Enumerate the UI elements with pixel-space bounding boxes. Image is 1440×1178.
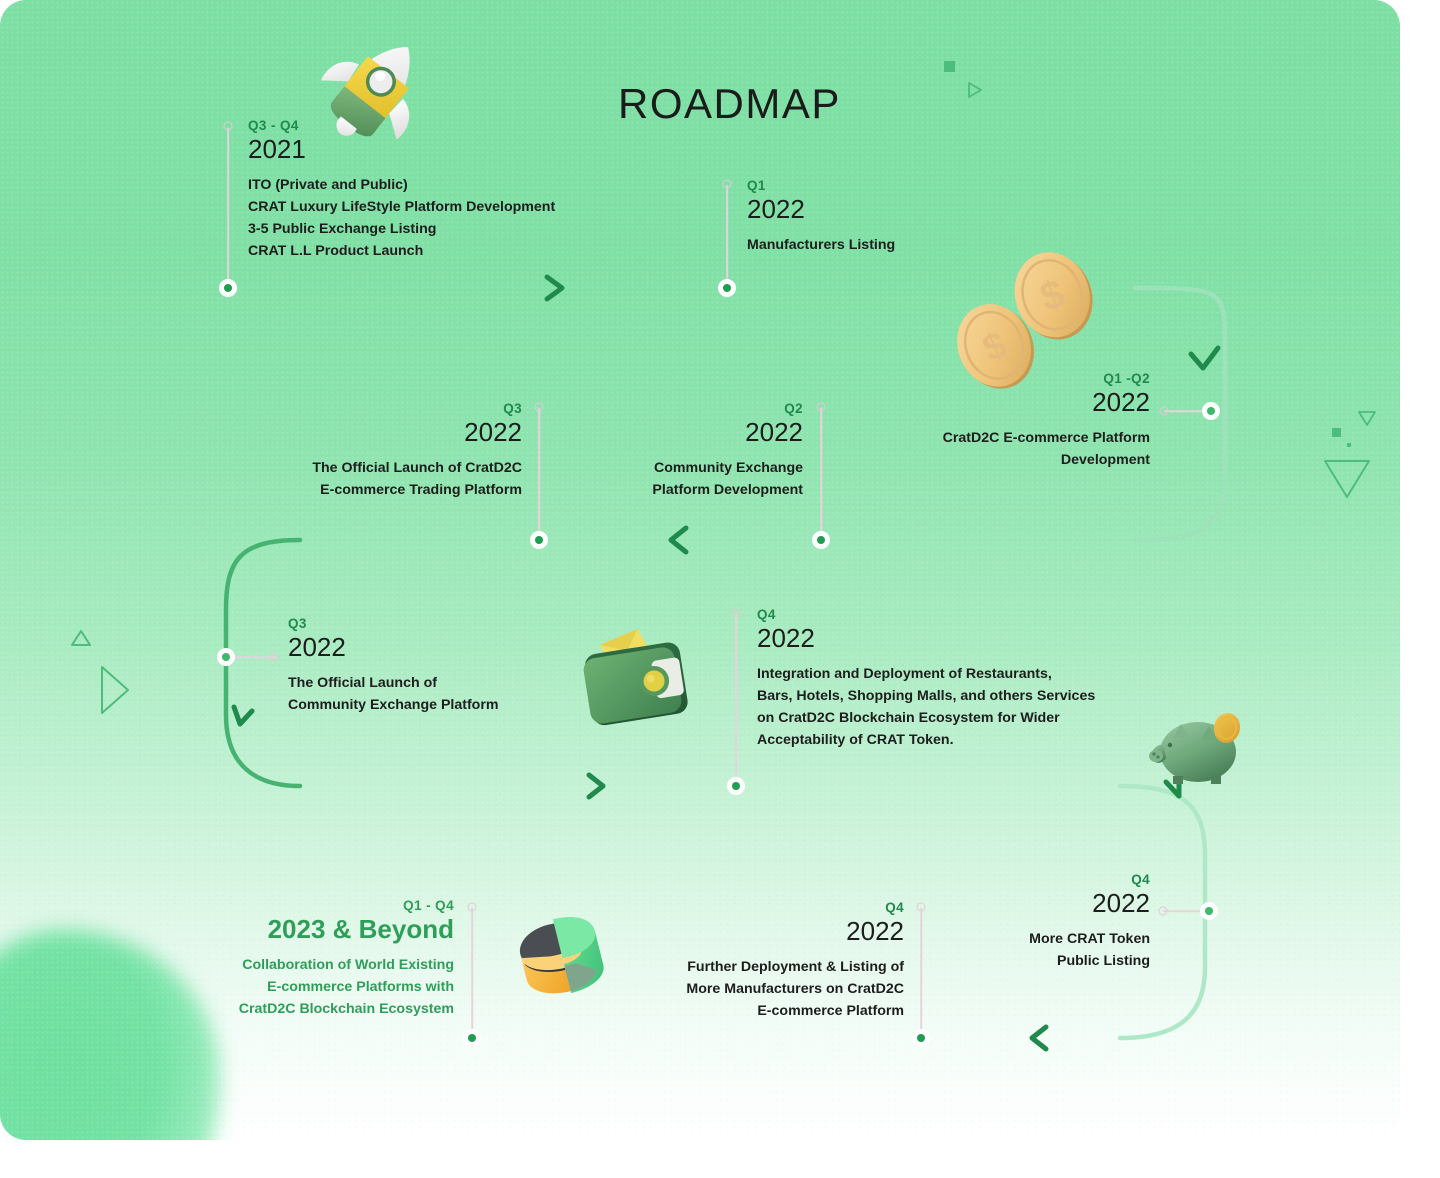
node-m8[interactable] (1200, 902, 1218, 920)
stem-m4 (820, 408, 822, 532)
milestone-quarter: Q3 (503, 401, 522, 416)
milestone-block-m8: Q4 2022 More CRAT Token Public Listing (930, 872, 1150, 972)
stem-m10 (471, 908, 473, 1030)
decor-dot-right-tiny (1347, 443, 1351, 447)
decor-triangle-right-large (1324, 460, 1370, 498)
decor-square-right-small (1332, 428, 1341, 437)
tick-m7 (731, 608, 741, 618)
milestone-quarter: Q2 (784, 401, 803, 416)
milestone-year: 2022 (757, 623, 815, 653)
milestone-quarter: Q4 (757, 607, 776, 622)
piggy-bank-illustration (1149, 713, 1241, 784)
node-m2[interactable] (718, 279, 736, 297)
node-m1[interactable] (219, 279, 237, 297)
stem-m5 (538, 408, 540, 532)
milestone-quarter: Q4 (885, 900, 904, 915)
milestone-year: 2022 (1092, 888, 1150, 918)
tick-m6 (269, 652, 279, 662)
tick-m10 (467, 902, 477, 912)
milestone-block-m3: Q1 -Q2 2022 CratD2C E-commerce Platform … (830, 371, 1150, 471)
stem-m7 (735, 614, 737, 778)
stem-m2 (726, 185, 728, 280)
milestone-year: 2021 (248, 134, 306, 164)
milestone-block-m2: Q1 2022 Manufacturers Listing (747, 178, 1027, 256)
timeline-uturn-right-1 (1132, 285, 1228, 543)
milestone-description: Community Exchange Platform Development (652, 459, 803, 498)
stem-m6 (232, 656, 276, 658)
timeline-path-svg (223, 274, 1228, 1052)
milestone-block-m7: Q4 2022 Integration and Deployment of Re… (757, 607, 1147, 751)
coins-illustration: $ $ (957, 252, 1093, 389)
milestone-year: 2022 (1092, 387, 1150, 417)
tick-m8 (1158, 906, 1168, 916)
milestone-block-m6: Q3 2022 The Official Launch of Community… (288, 616, 588, 716)
decor-triangle-left-large (101, 666, 129, 714)
milestone-year: 2022 (288, 632, 346, 662)
tick-m3 (1159, 406, 1169, 416)
node-m5[interactable] (530, 531, 548, 549)
milestone-description: ITO (Private and Public) CRAT Luxury Lif… (248, 176, 556, 260)
milestone-quarter: Q1 (747, 178, 766, 193)
milestone-quarter: Q3 (288, 616, 307, 631)
tick-m5 (534, 402, 544, 412)
milestone-quarter: Q3 - Q4 (248, 118, 299, 133)
pie-chart-illustration (519, 917, 604, 994)
arrow-head-left-1 (668, 525, 689, 555)
roadmap-card: ROADMAP Q3 - Q4 2021 ITO (Private and Pu… (0, 0, 1400, 1140)
wallet-illustration (583, 628, 688, 726)
milestone-block-m9: Q4 2022 Further Deployment & Listing of … (640, 900, 904, 1022)
arrow-head-down-1 (1188, 345, 1221, 371)
milestone-description: Further Deployment & Listing of More Man… (686, 958, 904, 1019)
milestone-year: 2023 & Beyond (267, 914, 454, 944)
milestone-quarter: Q1 - Q4 (403, 898, 454, 913)
milestone-description: Manufacturers Listing (747, 236, 896, 253)
milestone-year: 2022 (846, 916, 904, 946)
milestone-year: 2022 (747, 194, 805, 224)
rocket-illustration (320, 47, 410, 140)
milestone-block-m1: Q3 - Q4 2021 ITO (Private and Public) CR… (248, 118, 668, 262)
stem-m1 (227, 128, 229, 280)
arrow-head-down-2 (231, 704, 255, 727)
milestone-year: 2022 (745, 417, 803, 447)
arrow-head-left-2 (1029, 1024, 1049, 1052)
node-m6[interactable] (217, 648, 235, 666)
stem-m3 (1164, 410, 1210, 412)
decor-triangle-left-small (71, 630, 91, 646)
tick-m2 (722, 179, 732, 189)
node-m3[interactable] (1202, 402, 1220, 420)
decor-triangle-right-small (1358, 411, 1376, 426)
milestone-description: The Official Launch of Community Exchang… (288, 674, 499, 713)
page-title: ROADMAP (618, 80, 841, 127)
node-m4[interactable] (812, 531, 830, 549)
milestone-block-m10: Q1 - Q4 2023 & Beyond Collaboration of W… (190, 898, 454, 1020)
milestone-description: More CRAT Token Public Listing (1029, 930, 1150, 969)
tick-m9 (916, 902, 926, 912)
milestone-block-m5: Q3 2022 The Official Launch of CratD2C E… (260, 401, 522, 501)
decor-triangle-right-top (968, 82, 982, 98)
milestone-year: 2022 (464, 417, 522, 447)
tick-m4 (816, 402, 826, 412)
node-m9[interactable] (912, 1029, 930, 1047)
node-m10[interactable] (463, 1029, 481, 1047)
arrow-head-right-1 (544, 274, 565, 302)
milestone-description: Integration and Deployment of Restaurant… (757, 665, 1096, 749)
tick-m1 (223, 121, 233, 131)
arrow-head-right-2 (586, 772, 606, 800)
node-m7[interactable] (727, 777, 745, 795)
milestone-description: Collaboration of World Existing E-commer… (238, 956, 454, 1017)
milestone-quarter: Q4 (1131, 872, 1150, 887)
decor-square-top (944, 61, 955, 72)
stem-m8 (1163, 910, 1207, 912)
stem-m9 (920, 908, 922, 1030)
milestone-description: CratD2C E-commerce Platform Development (942, 429, 1150, 468)
milestone-block-m4: Q2 2022 Community Exchange Platform Deve… (560, 401, 803, 501)
milestone-quarter: Q1 -Q2 (1103, 371, 1150, 386)
milestone-description: The Official Launch of CratD2C E-commerc… (312, 459, 522, 498)
